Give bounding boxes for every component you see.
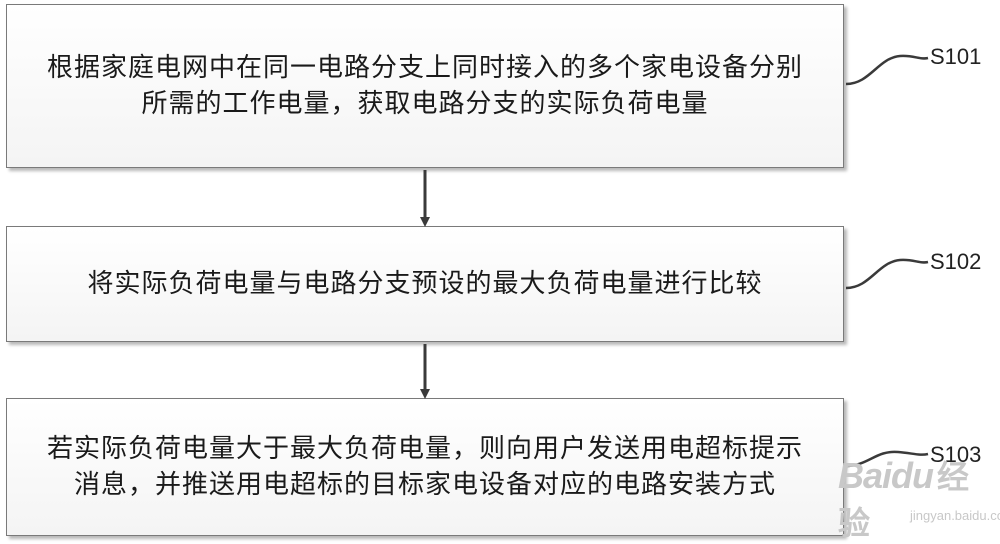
step-box-s103: 若实际负荷电量大于最大负荷电量，则向用户发送用电超标提示 消息，并推送用电超标的… bbox=[6, 398, 844, 536]
step-label-s102: S102 bbox=[930, 249, 982, 274]
step-text-s102: 将实际负荷电量与电路分支预设的最大负荷电量进行比较 bbox=[87, 269, 763, 299]
leader-line-s101 bbox=[845, 54, 929, 86]
leader-line-s103 bbox=[845, 450, 929, 468]
leader-line-s102 bbox=[845, 258, 929, 290]
watermark-cn: 经验 bbox=[838, 459, 970, 541]
watermark-brand: Baidu bbox=[838, 455, 934, 496]
step-box-s101: 根据家庭电网中在同一电路分支上同时接入的多个家电设备分别 所需的工作电量，获取电… bbox=[6, 4, 844, 168]
watermark-url: jingyan.baidu.com bbox=[910, 508, 1000, 523]
step-text-s101: 根据家庭电网中在同一电路分支上同时接入的多个家电设备分别 所需的工作电量，获取电… bbox=[46, 53, 803, 119]
step-text-s103: 若实际负荷电量大于最大负荷电量，则向用户发送用电超标提示 消息，并推送用电超标的… bbox=[46, 434, 803, 500]
step-label-s103: S103 bbox=[930, 442, 982, 467]
step-label-s101: S101 bbox=[930, 44, 982, 69]
